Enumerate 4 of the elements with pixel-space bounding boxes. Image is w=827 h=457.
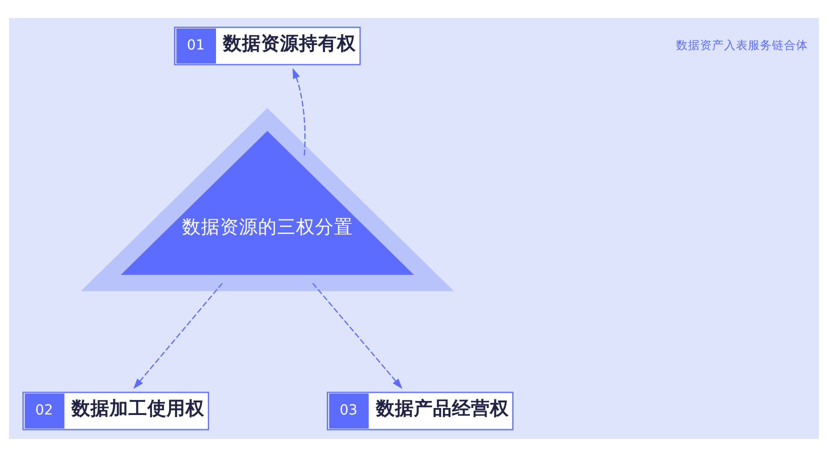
arrow [132,282,222,389]
label: 数据资产入表服务链合体 [675,38,808,52]
arrow [292,68,306,156]
arrow [312,282,402,389]
